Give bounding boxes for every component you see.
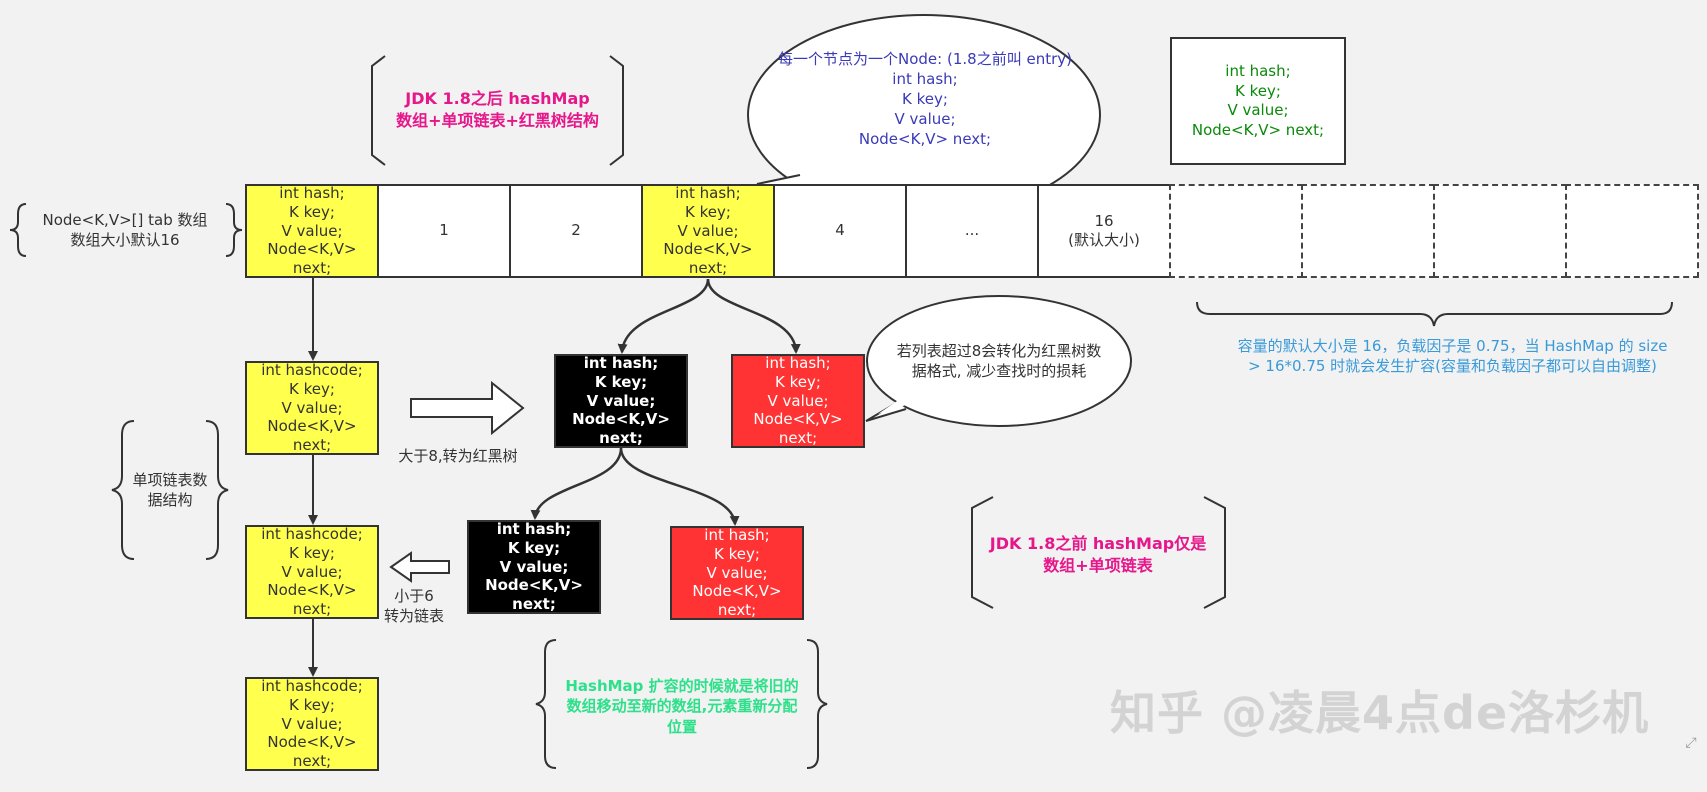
hollow-arrow-to-tree xyxy=(410,380,525,436)
tree-node-left-left: int hash; K key; V value; Node<K,V> next… xyxy=(467,520,601,614)
tree-callout-bubble xyxy=(866,295,1132,427)
expand-icon[interactable]: ⤢ xyxy=(1685,734,1697,751)
arrow-root-to-lr xyxy=(619,447,740,526)
arrow-cell3-to-root xyxy=(617,278,710,354)
array-cell-expansion-4 xyxy=(1565,184,1699,278)
array-cell-5: ... xyxy=(905,184,1039,278)
tree-node-right: int hash; K key; V value; Node<K,V> next… xyxy=(731,354,865,448)
array-label-brace-right xyxy=(225,203,243,257)
title-bracket-before-left xyxy=(971,496,994,609)
array-label-brace-left xyxy=(9,203,27,257)
list-node-2: int hashcode; K key; V value; Node<K,V> … xyxy=(245,525,379,619)
array-cell-expansion-2 xyxy=(1301,184,1435,278)
arrow-cell3-to-right xyxy=(706,278,801,354)
node-callout-text: 每一个节点为一个Node: (1.8之前叫 entry) int hash; K… xyxy=(778,50,1072,148)
array-cell-4: 4 xyxy=(773,184,907,278)
list-label-brace-right xyxy=(205,420,229,560)
arrow-root-to-ll xyxy=(530,447,623,520)
title-bracket-before-right xyxy=(1203,496,1226,609)
resize-brace-right xyxy=(806,639,828,769)
array-cell-expansion-3 xyxy=(1433,184,1567,278)
array-cell-0: int hash; K key; V value; Node<K,V> next… xyxy=(245,184,379,278)
hollow-arrow-to-list xyxy=(389,551,450,583)
array-label: Node<K,V>[] tab 数组 数组大小默认16 xyxy=(42,211,208,250)
capacity-brace xyxy=(1196,301,1673,327)
to-tree-label: 大于8,转为红黑树 xyxy=(398,447,518,465)
resize-note: HashMap 扩容的时候就是将旧的 数组移动至新的数组,元素重新分配 位置 xyxy=(565,677,799,736)
array-cell-2: 2 xyxy=(509,184,643,278)
array-cell-expansion-1 xyxy=(1169,184,1303,278)
watermark: 知乎 @凌晨4点de洛杉机 xyxy=(1110,686,1650,740)
array-cell-1: 1 xyxy=(377,184,511,278)
linked-list-label: 单项链表数 据结构 xyxy=(132,471,208,510)
title-after-jdk18: JDK 1.8之后 hashMap 数组+单项链表+红黑树结构 xyxy=(396,89,599,130)
tree-node-root: int hash; K key; V value; Node<K,V> next… xyxy=(554,354,688,448)
list-node-3: int hashcode; K key; V value; Node<K,V> … xyxy=(245,677,379,771)
title-before-jdk18: JDK 1.8之前 hashMap仅是 数组+单项链表 xyxy=(989,534,1207,575)
to-list-label: 小于6 转为链表 xyxy=(383,587,444,626)
list-label-brace-left xyxy=(111,420,135,560)
array-cell-3: int hash; K key; V value; Node<K,V> next… xyxy=(641,184,775,278)
resize-brace-left xyxy=(535,639,557,769)
title-bracket-right xyxy=(609,55,624,166)
node-definition-box: int hash; K key; V value; Node<K,V> next… xyxy=(1170,37,1346,165)
array-cell-16: 16 (默认大小) xyxy=(1037,184,1171,278)
list-node-1: int hashcode; K key; V value; Node<K,V> … xyxy=(245,361,379,455)
title-bracket-left xyxy=(371,55,386,166)
tree-callout-text: 若列表超过8会转化为红黑树数 据格式, 减少查找时的损耗 xyxy=(896,342,1102,381)
tree-node-left-right: int hash; K key; V value; Node<K,V> next… xyxy=(670,526,804,620)
capacity-note: 容量的默认大小是 16，负载因子是 0.75，当 HashMap 的 size … xyxy=(1237,337,1668,376)
